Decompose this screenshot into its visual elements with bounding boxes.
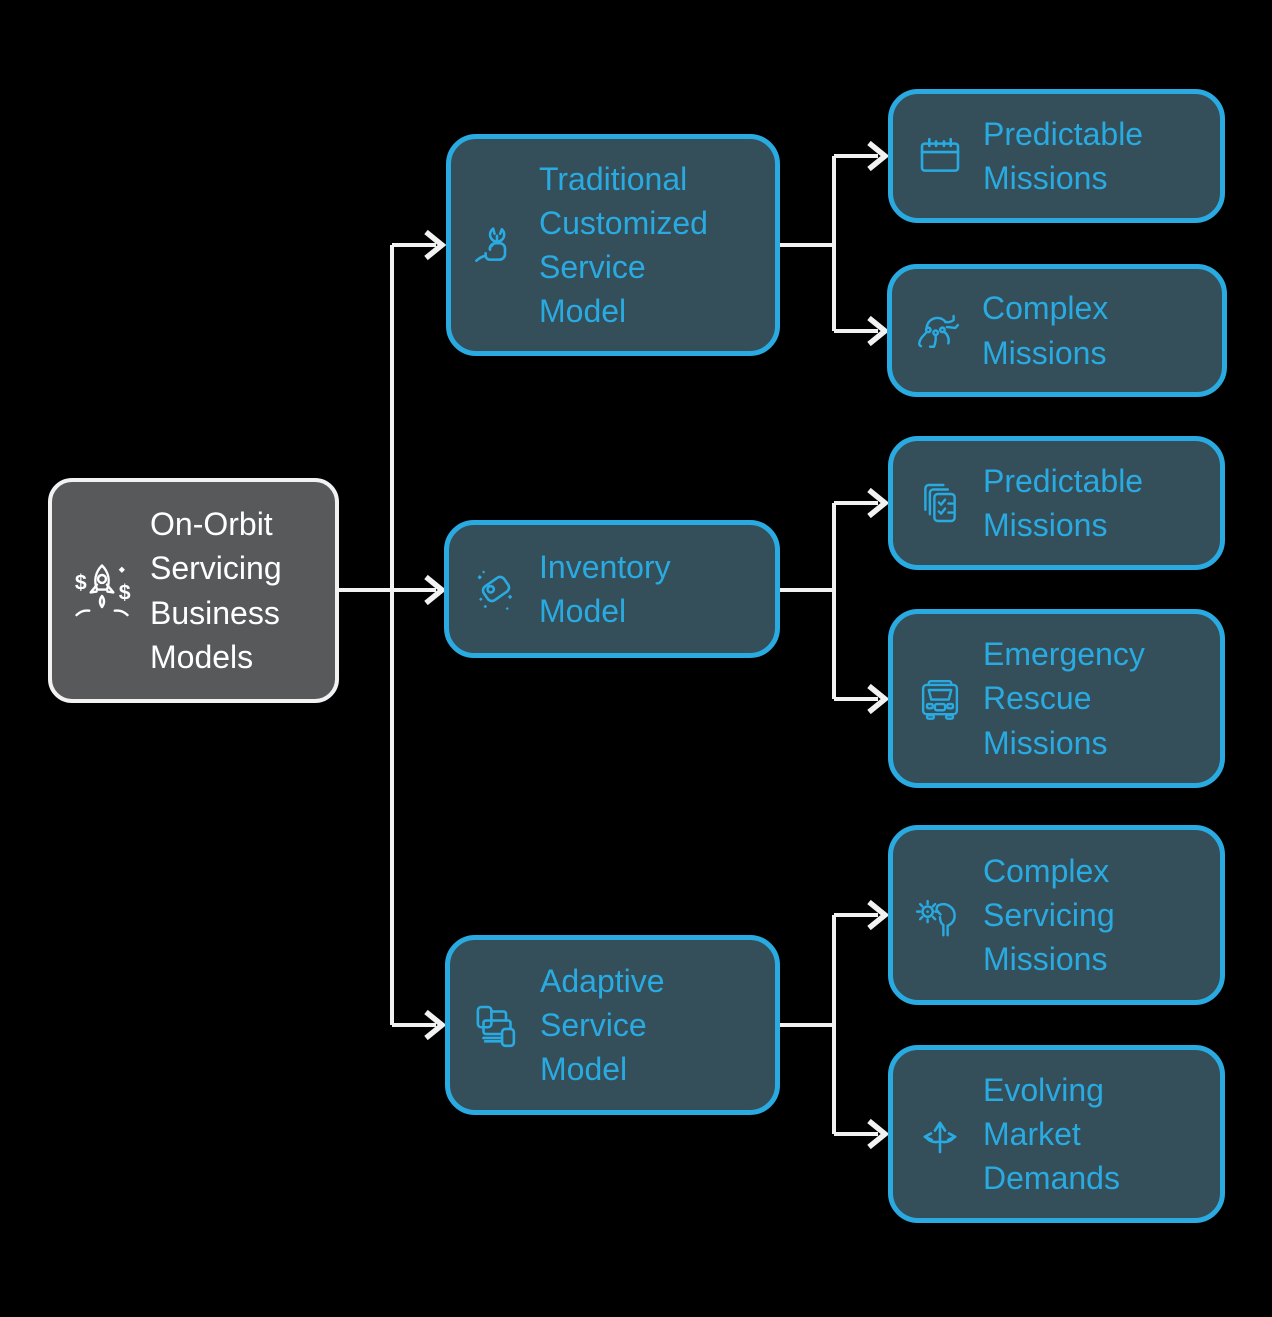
connector-branch2: [780, 501, 878, 701]
node-traditional-customized-service-model: Traditional Customized Service Model: [446, 134, 780, 356]
node-leaf-label: Complex Missions: [982, 290, 1109, 371]
node-adaptive-service-model: Adaptive Service Model: [445, 935, 780, 1115]
gear-hand-icon: [913, 888, 967, 942]
checklist-docs-icon: [913, 476, 967, 530]
node-predictable-missions-2: Predictable Missions: [888, 436, 1225, 570]
node-leaf-label: Predictable Missions: [983, 462, 1144, 543]
node-complex-missions: Complex Missions: [887, 264, 1227, 397]
connector-root-trunk: [338, 243, 436, 1027]
node-root-label: On-Orbit Servicing Business Models: [150, 506, 282, 675]
node-leaf-label: Evolving Market Demands: [983, 1071, 1120, 1197]
node-emergency-rescue-missions: Emergency Rescue Missions: [888, 609, 1225, 788]
svg-text:$: $: [119, 580, 131, 604]
node-leaf-label: Complex Servicing Missions: [983, 852, 1115, 978]
robot-spider-icon: [912, 304, 966, 358]
hand-wrench-icon: [471, 219, 523, 271]
node-branch-label: Traditional Customized Service Model: [539, 160, 708, 330]
devices-icon: [470, 998, 524, 1052]
svg-text:$: $: [75, 570, 87, 594]
price-tag-icon: [469, 562, 523, 616]
calendar-icon: [913, 129, 967, 183]
node-root: $ $ On-Orbit Servicing Business Models: [48, 478, 339, 703]
node-leaf-label: Emergency Rescue Missions: [983, 636, 1145, 761]
rocket-dollar-icon: $ $: [68, 557, 136, 625]
node-inventory-model: Inventory Model: [444, 520, 780, 658]
node-leaf-label: Predictable Missions: [983, 115, 1144, 196]
node-branch-label: Adaptive Service Model: [540, 962, 665, 1088]
branch-arrows-icon: [913, 1107, 967, 1161]
node-predictable-missions-1: Predictable Missions: [888, 89, 1225, 223]
connector-branch3: [780, 913, 878, 1136]
connector-branch1: [780, 154, 878, 333]
node-complex-servicing-missions: Complex Servicing Missions: [888, 825, 1225, 1005]
node-branch-label: Inventory Model: [539, 548, 671, 629]
ambulance-icon: [913, 672, 967, 726]
arrowheads: [424, 140, 890, 1150]
node-evolving-market-demands: Evolving Market Demands: [888, 1045, 1225, 1223]
